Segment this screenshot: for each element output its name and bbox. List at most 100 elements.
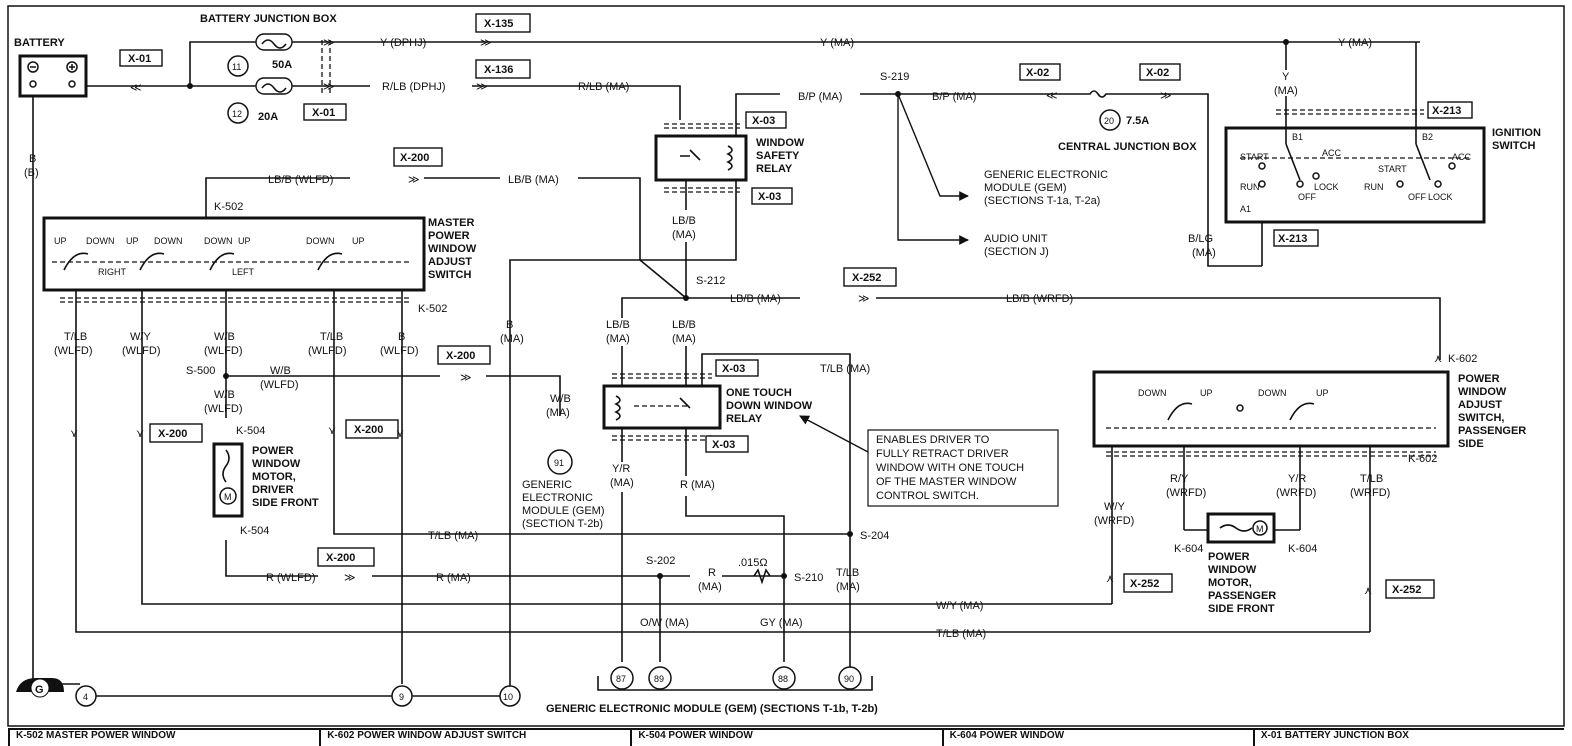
svg-text:LOCK: LOCK (1314, 182, 1339, 192)
svg-text:X-02: X-02 (1026, 67, 1049, 79)
svg-text:X-200: X-200 (354, 424, 383, 436)
svg-text:(MA): (MA) (698, 581, 722, 593)
svg-text:LB/B: LB/B (606, 319, 630, 331)
svg-text:(WLFD): (WLFD) (204, 403, 243, 415)
svg-text:⋎: ⋎ (70, 428, 78, 440)
window-safety-relay: WINDOW SAFETY RELAY (654, 123, 805, 193)
svg-text:S-202: S-202 (646, 555, 675, 567)
svg-text:(WLFD): (WLFD) (204, 345, 243, 357)
svg-text:X-200: X-200 (400, 152, 429, 164)
svg-text:DOWN: DOWN (86, 236, 115, 246)
svg-text:GENERIC ELECTRONIC MODULE (GEM: GENERIC ELECTRONIC MODULE (GEM) (SECTION… (546, 703, 878, 715)
svg-text:POWER: POWER (428, 230, 470, 242)
svg-text:CONTROL SWITCH.: CONTROL SWITCH. (876, 490, 979, 502)
svg-text:S-212: S-212 (696, 275, 725, 287)
svg-text:X-01: X-01 (128, 53, 151, 65)
svg-text:X-03: X-03 (758, 191, 781, 203)
svg-text:ENABLES DRIVER TO: ENABLES DRIVER TO (876, 434, 990, 446)
svg-text:R: R (708, 567, 716, 579)
svg-text:BATTERY JUNCTION BOX: BATTERY JUNCTION BOX (200, 13, 337, 25)
svg-text:X-252: X-252 (852, 272, 881, 284)
svg-text:Y/R: Y/R (1288, 473, 1306, 485)
svg-text:Y/R: Y/R (612, 463, 630, 475)
svg-text:(MA): (MA) (1192, 247, 1216, 259)
svg-text:≫: ≫ (1160, 90, 1172, 102)
svg-text:UP: UP (352, 236, 365, 246)
svg-text:ADJUST: ADJUST (428, 256, 472, 268)
legend-item: X-01 BATTERY JUNCTION BOX (1252, 730, 1564, 746)
svg-text:B: B (506, 319, 513, 331)
passenger-power-window-motor: M K-604 K-604 POWER WINDOW MOTOR, PASSEN… (1174, 512, 1317, 615)
svg-text:X-01: X-01 (312, 107, 335, 119)
svg-text:T/LB (MA): T/LB (MA) (936, 628, 986, 640)
svg-text:87: 87 (616, 674, 626, 684)
svg-text:ACC: ACC (1322, 148, 1342, 158)
svg-text:K-502: K-502 (418, 303, 447, 315)
svg-text:91: 91 (554, 458, 564, 468)
svg-text:R (MA): R (MA) (680, 479, 715, 491)
svg-text:UP: UP (1316, 388, 1329, 398)
svg-text:⋎: ⋎ (396, 428, 404, 440)
svg-text:⋏: ⋏ (1106, 573, 1114, 585)
svg-text:(MA): (MA) (672, 333, 696, 345)
svg-text:⋎: ⋎ (328, 425, 336, 437)
svg-text:R/LB (DPHJ): R/LB (DPHJ) (382, 81, 446, 93)
svg-text:(B): (B) (24, 167, 39, 179)
svg-text:(WRFD): (WRFD) (1166, 487, 1206, 499)
svg-text:RELAY: RELAY (756, 163, 793, 175)
svg-text:(MA): (MA) (546, 407, 570, 419)
svg-text:88: 88 (778, 674, 788, 684)
svg-text:SAFETY: SAFETY (756, 150, 800, 162)
svg-text:UP: UP (1200, 388, 1213, 398)
svg-text:K-602: K-602 (1448, 353, 1477, 365)
svg-text:BATTERY: BATTERY (14, 37, 65, 49)
svg-text:W/Y (MA): W/Y (MA) (936, 600, 983, 612)
svg-text:K-502: K-502 (214, 201, 243, 213)
svg-text:7.5A: 7.5A (1126, 115, 1149, 127)
svg-text:OFF: OFF (1298, 192, 1316, 202)
svg-text:(WLFD): (WLFD) (122, 345, 161, 357)
svg-text:SIDE FRONT: SIDE FRONT (252, 497, 319, 509)
svg-text:K-504: K-504 (240, 525, 269, 537)
svg-text:R (MA): R (MA) (436, 572, 471, 584)
driver-power-window-motor: K-504 M POWER WINDOW MOTOR, DRIVER SIDE … (212, 425, 319, 537)
svg-text:LEFT: LEFT (232, 267, 255, 277)
svg-text:90: 90 (844, 674, 854, 684)
svg-text:4: 4 (83, 692, 88, 702)
svg-text:89: 89 (654, 674, 664, 684)
one-touch-down-window-relay: ONE TOUCH DOWN WINDOW RELAY (602, 373, 813, 441)
svg-text:T/LB: T/LB (836, 567, 859, 579)
svg-text:Y (MA): Y (MA) (820, 37, 854, 49)
legend-item: K-502 MASTER POWER WINDOW (8, 730, 319, 746)
svg-text:DOWN: DOWN (1258, 388, 1287, 398)
svg-text:S-204: S-204 (860, 530, 889, 542)
svg-text:ADJUST: ADJUST (1458, 399, 1502, 411)
svg-text:B/P (MA): B/P (MA) (798, 91, 842, 103)
svg-text:W/B: W/B (550, 393, 571, 405)
passenger-power-window-switch: DOWN UP DOWN UP POWER WINDOW ADJUST SWIT… (1092, 370, 1526, 450)
svg-text:LB/B: LB/B (672, 319, 696, 331)
svg-text:R (WLFD): R (WLFD) (266, 572, 316, 584)
svg-text:WINDOW: WINDOW (1458, 386, 1507, 398)
svg-text:(SECTION J): (SECTION J) (984, 246, 1049, 258)
svg-text:(SECTION T-2b): (SECTION T-2b) (522, 518, 603, 530)
svg-text:WINDOW: WINDOW (428, 243, 477, 255)
svg-text:PASSENGER: PASSENGER (1208, 590, 1276, 602)
svg-text:T/LB: T/LB (64, 331, 87, 343)
svg-text:MOTOR,: MOTOR, (252, 471, 296, 483)
svg-text:K-504: K-504 (236, 425, 265, 437)
svg-text:X-02: X-02 (1146, 67, 1169, 79)
svg-text:Y (MA): Y (MA) (1338, 37, 1372, 49)
svg-text:K-602: K-602 (1408, 453, 1437, 465)
svg-text:≫: ≫ (323, 37, 335, 49)
svg-text:11: 11 (232, 62, 241, 72)
svg-text:(WRFD): (WRFD) (1094, 515, 1134, 527)
svg-text:≫: ≫ (408, 174, 420, 186)
svg-text:ACC: ACC (1452, 152, 1472, 162)
svg-text:CENTRAL JUNCTION BOX: CENTRAL JUNCTION BOX (1058, 141, 1197, 153)
svg-text:X-135: X-135 (484, 18, 513, 30)
svg-text:AUDIO UNIT: AUDIO UNIT (984, 233, 1048, 245)
one-touch-annotation: ENABLES DRIVER TO FULLY RETRACT DRIVER W… (799, 415, 1059, 507)
svg-text:B/P (MA): B/P (MA) (932, 91, 976, 103)
